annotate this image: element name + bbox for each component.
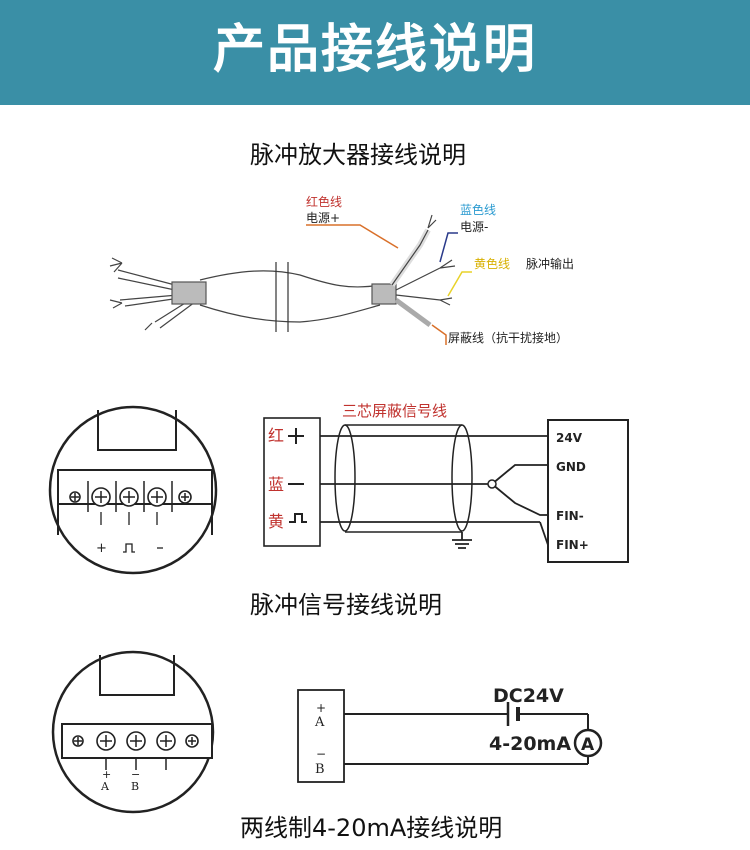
red-wire-desc: 电源+ bbox=[306, 211, 340, 225]
shield-wire-desc: 屏蔽线（抗干扰接地） bbox=[448, 330, 568, 345]
wire-symbols bbox=[288, 428, 307, 523]
wire-red-label: 红 bbox=[268, 426, 284, 445]
terminal-fin-plus: FIN+ bbox=[556, 538, 589, 552]
ab-minus: − bbox=[316, 747, 326, 761]
shield-cable bbox=[334, 424, 473, 533]
terminal-fin-minus: FIN- bbox=[556, 509, 584, 523]
wire-blue-label: 蓝 bbox=[268, 475, 284, 494]
wire-color-box bbox=[263, 417, 321, 547]
term-minus-2: − bbox=[131, 768, 140, 781]
ammeter-icon bbox=[573, 728, 603, 758]
yellow-wire-label: 黄色线 bbox=[474, 257, 510, 271]
callout-lines bbox=[306, 224, 472, 345]
ammeter-label: A bbox=[581, 735, 595, 755]
two-wire-title: 两线制4-20mA接线说明 bbox=[240, 814, 503, 842]
receiver-terminal-block bbox=[547, 419, 629, 563]
ab-terminal-box bbox=[297, 689, 345, 783]
term-b-2: B bbox=[131, 780, 139, 793]
cable-label: 三芯屏蔽信号线 bbox=[342, 402, 447, 420]
signal-wires bbox=[320, 435, 549, 549]
terminal-marks-1 bbox=[100, 512, 163, 553]
dc-supply-label: DC24V bbox=[493, 685, 564, 707]
page-title: 产品接线说明 bbox=[212, 20, 537, 80]
blue-wire-desc: 电源- bbox=[460, 220, 488, 234]
blue-wire-label: 蓝色线 bbox=[460, 203, 496, 217]
yellow-wire-desc: 脉冲输出 bbox=[526, 256, 574, 271]
current-label: 4-20mA bbox=[489, 733, 571, 755]
screw-crosses-2 bbox=[74, 735, 196, 770]
pulse-signal-title: 脉冲信号接线说明 bbox=[250, 591, 442, 619]
loop-wiring bbox=[344, 702, 589, 765]
header-banner bbox=[0, 0, 750, 105]
ab-plus: + bbox=[316, 701, 326, 715]
ab-b: B bbox=[315, 762, 325, 777]
red-wire-label: 红色线 bbox=[306, 194, 342, 209]
term-plus-1: + bbox=[96, 541, 107, 556]
term-a-2: A bbox=[100, 780, 110, 793]
pulse-amp-title: 脉冲放大器接线说明 bbox=[250, 141, 466, 169]
junction-node bbox=[487, 479, 497, 489]
cable-illustration bbox=[109, 214, 456, 332]
terminal-24v: 24V bbox=[556, 431, 583, 445]
term-plus-2: + bbox=[102, 768, 111, 781]
ab-a: A bbox=[314, 715, 325, 730]
screw-crosses-1 bbox=[71, 481, 189, 512]
terminal-gnd: GND bbox=[556, 460, 586, 474]
wire-yellow-label: 黄 bbox=[268, 512, 284, 531]
